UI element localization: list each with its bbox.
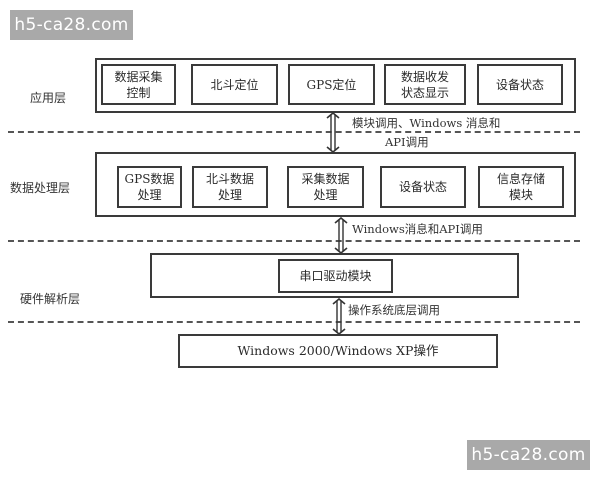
layer-divider-2 <box>8 240 580 242</box>
module-beidou-positioning: 北斗定位 <box>191 64 278 105</box>
double-arrow-icon <box>326 112 340 153</box>
module-serial-driver: 串口驱动模块 <box>278 259 393 293</box>
os-box-windows: Windows 2000/Windows XP操作 <box>178 334 498 368</box>
double-arrow-icon <box>332 298 346 335</box>
watermark-top-left: h5-ca28.com <box>10 10 133 40</box>
module-device-status-data: 设备状态 <box>380 166 466 208</box>
layer-divider-3 <box>8 321 580 323</box>
module-collected-data-processing: 采集数据 处理 <box>287 166 364 208</box>
module-device-status-app: 设备状态 <box>477 64 563 105</box>
module-data-transceive-status: 数据收发 状态显示 <box>384 64 466 105</box>
layer-label-application: 应用层 <box>30 91 67 105</box>
module-info-storage: 信息存储 模块 <box>478 166 564 208</box>
module-gps-positioning: GPS定位 <box>288 64 375 105</box>
module-data-acquisition-control: 数据采集 控制 <box>101 64 176 105</box>
module-gps-data-processing: GPS数据 处理 <box>117 166 182 208</box>
connection-label-1a: 模块调用、Windows 消息和 <box>351 115 502 131</box>
watermark-bottom-right: h5-ca28.com <box>467 440 590 470</box>
connection-label-1b: API调用 <box>385 135 429 149</box>
layer-label-data-processing: 数据处理层 <box>10 181 71 195</box>
layer-label-hardware-parsing: 硬件解析层 <box>20 292 81 306</box>
module-beidou-data-processing: 北斗数据 处理 <box>192 166 268 208</box>
double-arrow-icon <box>334 217 348 254</box>
connection-label-3: 操作系统底层调用 <box>348 303 440 317</box>
layer-divider-1 <box>8 131 580 133</box>
connection-label-2: Windows消息和API调用 <box>352 222 483 236</box>
